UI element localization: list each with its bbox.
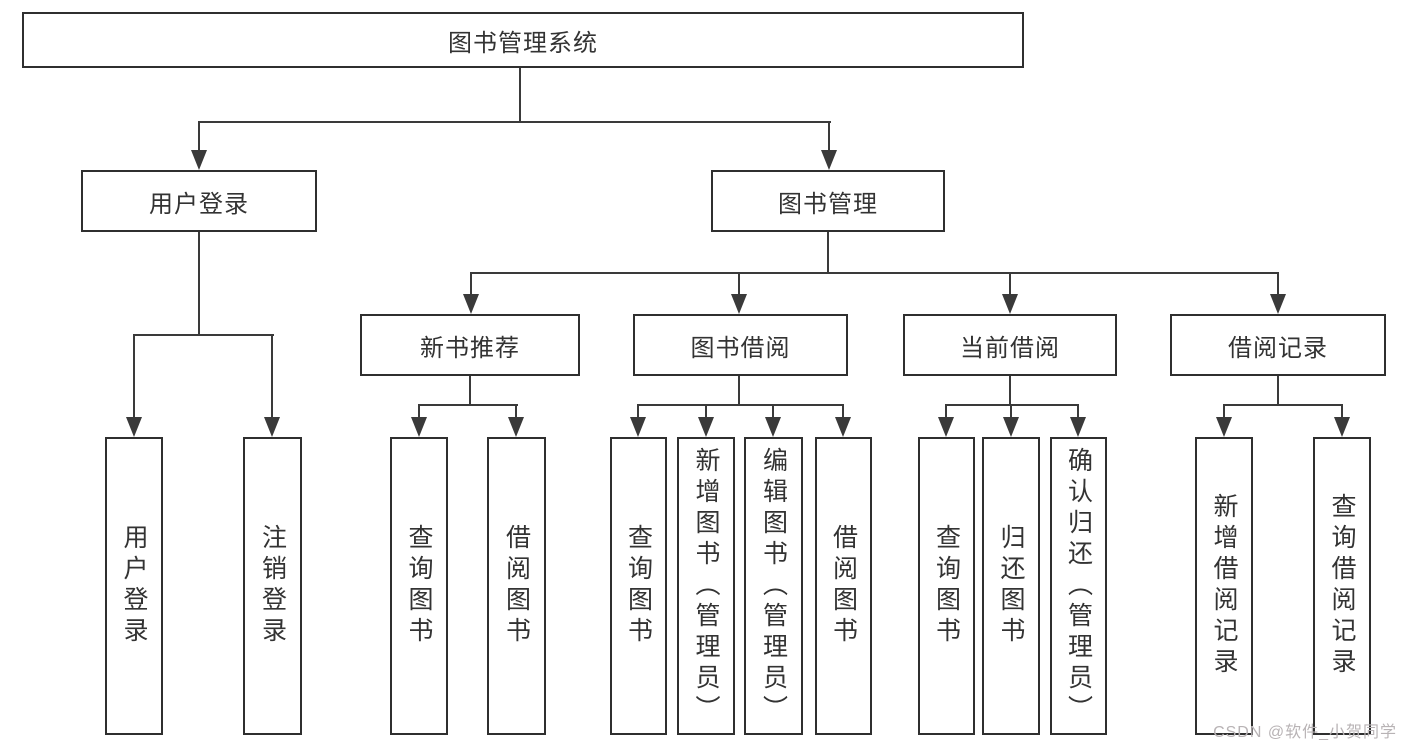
connector-drop-new-book (470, 272, 472, 298)
connector-book-management-split (470, 272, 1279, 274)
node-user-login: 用户登录 (81, 170, 317, 232)
connector-drop-user-login (198, 121, 200, 152)
arrow-down-icon (264, 417, 280, 437)
connector-drop (1077, 404, 1079, 420)
arrow-down-icon (630, 417, 646, 437)
arrow-down-icon (1002, 294, 1018, 314)
arrow-down-icon (938, 417, 954, 437)
arrow-down-icon (821, 150, 837, 170)
connector-drop-book-borrowing (738, 272, 740, 298)
connector-current-borrowing-stem (1009, 376, 1011, 406)
node-cb-query-books: 查询图书 (918, 437, 975, 735)
arrow-down-icon (1216, 417, 1232, 437)
arrow-down-icon (1270, 294, 1286, 314)
node-book-borrowing: 图书借阅 (633, 314, 848, 376)
node-current-borrowing: 当前借阅 (903, 314, 1117, 376)
node-bb-add-books-admin: 新增图书（管理员） (677, 437, 735, 735)
node-bb-query-books: 查询图书 (610, 437, 667, 735)
arrow-down-icon (508, 417, 524, 437)
connector-drop (1010, 404, 1012, 420)
arrow-down-icon (1070, 417, 1086, 437)
connector-drop-borrow-records (1277, 272, 1279, 298)
arrow-down-icon (1334, 417, 1350, 437)
arrow-down-icon (463, 294, 479, 314)
arrow-down-icon (411, 417, 427, 437)
connector-drop (515, 404, 517, 420)
node-leaf-logout: 注销登录 (243, 437, 302, 735)
connector-drop (842, 404, 844, 420)
node-leaf-user-login: 用户登录 (105, 437, 163, 735)
connector-user-login-split (133, 334, 274, 336)
arrow-down-icon (1003, 417, 1019, 437)
node-nbr-borrow-books: 借阅图书 (487, 437, 546, 735)
connector-drop (705, 404, 707, 420)
watermark: CSDN @软件_小贺同学 (1213, 724, 1397, 741)
node-cb-confirm-return-admin: 确认归还（管理员） (1050, 437, 1107, 735)
connector-book-borrowing-split (637, 404, 844, 406)
node-br-query-record: 查询借阅记录 (1313, 437, 1371, 735)
connector-drop (772, 404, 774, 420)
node-bb-borrow-books: 借阅图书 (815, 437, 872, 735)
connector-drop-leaf-login (133, 334, 135, 420)
connector-root-stem (519, 68, 521, 123)
connector-new-book-stem (469, 376, 471, 406)
node-new-book-recommend: 新书推荐 (360, 314, 580, 376)
node-book-management: 图书管理 (711, 170, 945, 232)
connector-drop-book-management (828, 121, 830, 152)
connector-borrow-records-split (1223, 404, 1343, 406)
connector-book-management-stem (827, 232, 829, 274)
node-cb-return-books: 归还图书 (982, 437, 1040, 735)
arrow-down-icon (126, 417, 142, 437)
connector-borrow-records-stem (1277, 376, 1279, 406)
arrow-down-icon (835, 417, 851, 437)
arrow-down-icon (731, 294, 747, 314)
arrow-down-icon (191, 150, 207, 170)
connector-book-borrowing-stem (738, 376, 740, 406)
node-library-system: 图书管理系统 (22, 12, 1024, 68)
connector-drop (1341, 404, 1343, 420)
connector-drop-leaf-logout (271, 334, 273, 420)
connector-root-split (198, 121, 831, 123)
node-br-add-record: 新增借阅记录 (1195, 437, 1253, 735)
arrow-down-icon (698, 417, 714, 437)
node-nbr-query-books: 查询图书 (390, 437, 448, 735)
connector-drop (418, 404, 420, 420)
arrow-down-icon (765, 417, 781, 437)
connector-drop (637, 404, 639, 420)
connector-drop (1223, 404, 1225, 420)
node-borrowing-records: 借阅记录 (1170, 314, 1386, 376)
connector-drop (945, 404, 947, 420)
connector-user-login-stem (198, 232, 200, 336)
connector-current-borrowing-split (945, 404, 1079, 406)
node-bb-edit-books-admin: 编辑图书（管理员） (744, 437, 803, 735)
connector-new-book-split (418, 404, 518, 406)
connector-drop-current-borrow (1009, 272, 1011, 298)
